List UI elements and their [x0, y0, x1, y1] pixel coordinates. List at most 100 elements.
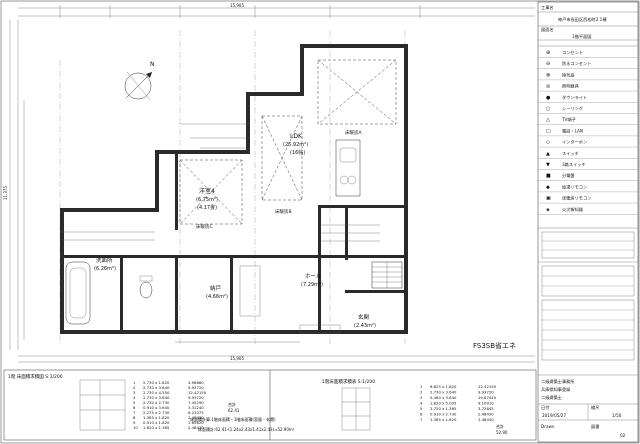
dim-left-total: 11,375 [3, 186, 8, 200]
legend-symbol-icon: ⊖ [546, 61, 550, 67]
heating-zone-b [317, 59, 397, 125]
right-row-area: 9.10910 [478, 401, 494, 406]
room-area-washroom: (6.26m²) [94, 266, 116, 272]
left-row-area: 4.96860 [188, 380, 204, 385]
legend-list: ⊕コンセント⊖防水コンセント⊗換気扇◎照明器具●ダウンライト○シーリング△TV端… [538, 50, 638, 215]
right-row-index: 4 [420, 401, 423, 406]
left-row-index: 2 [133, 385, 136, 390]
company-line-3: 二級建築士 [541, 394, 562, 401]
area-formula-1: 床面積計算:1階床面積・1階床面積(容量・玄関) [190, 416, 276, 422]
legend-text: 電話・LAN [562, 127, 583, 134]
left-row-dimensions: 2.730 x 4.550 [143, 390, 170, 395]
dim-top-overall: 15,905 [230, 3, 244, 8]
right-row-area: 2.48430 [478, 417, 494, 422]
legend-symbol-icon: ◎ [546, 84, 551, 90]
right-table-title: 1階床面積求積表 S:1/200 [322, 378, 375, 385]
kitchen-counter [335, 139, 361, 197]
left-table-title: 1階 床面積求積図 S:1/200 [8, 373, 63, 380]
left-row-area: 7.45290 [188, 400, 204, 405]
shelf [239, 265, 261, 317]
left-row-dimensions: 2.275 x 2.730 [143, 410, 170, 415]
area-formula-2: 床面積計:62.41-(1.24x2.43x1.41x2.43)=52.90m² [198, 426, 295, 432]
room-name-ldk: LDK [290, 133, 303, 140]
date-value: 2019/05/27 [542, 413, 566, 418]
right-row-index: 3 [420, 395, 423, 400]
left-row-area: 9.93720 [188, 385, 204, 390]
right-sum-label: 合計 [496, 423, 504, 429]
legend-text: 給湯リモコン [562, 183, 587, 190]
legend-text: 照明器具 [562, 84, 580, 90]
room-area-hall: (7.29m²) [301, 282, 323, 288]
north-label: N [150, 61, 155, 68]
legend-text: 分電盤 [562, 172, 575, 179]
left-row-area: 12.42150 [188, 390, 207, 395]
left-row-area: 2.48430 [188, 425, 204, 430]
legend-symbol-icon: ◈ [546, 207, 550, 213]
scale-value: 1/50 [612, 413, 622, 418]
legend-symbol-icon: ● [546, 95, 551, 101]
legend-symbol-icon: ○ [546, 106, 550, 112]
legend-text: 床暖房リモコン [562, 195, 591, 202]
left-row-index: 4 [133, 395, 136, 400]
building-walls [60, 44, 408, 334]
right-row-dimensions: 2.730 x 3.640 [430, 390, 457, 395]
room-area-storage: (4.66m²) [206, 294, 228, 300]
room-labels: 洋室4 (6.75m²) (4.17畳) LDK (25.92m²) (16帖)… [94, 129, 376, 329]
left-row-dimensions: 0.910 x 1.820 [143, 420, 170, 425]
room-name-washroom: 洗面所 [96, 256, 113, 264]
legend-text: 3路スイッチ [562, 161, 586, 168]
left-row-index: 1 [133, 380, 136, 385]
left-row-dimensions: 2.730 x 3.640 [143, 395, 170, 400]
left-area-rows: 1 2.730 x 1.820 4.96860 2 2.730 x 3.640 9.937… [133, 380, 207, 430]
legend-text: ダウンライト [562, 94, 587, 101]
right-row-index: 7 [420, 417, 423, 422]
room-area-bedroom4: (6.75m²) [196, 197, 218, 203]
heating-label-b: 床暖房B [275, 208, 292, 215]
stairs [371, 261, 403, 289]
room-area-ldk: (25.92m²) [283, 142, 308, 148]
right-sum-value: 52.90 [496, 430, 508, 435]
legend-text: シーリング [562, 105, 583, 112]
north-arrow: N [124, 61, 155, 101]
date-label: 日付 [541, 404, 549, 411]
left-sum-label: 合計 [228, 401, 236, 407]
left-row-index: 6 [133, 405, 136, 410]
right-row-dimensions: 1.365 x 1.820 [430, 417, 457, 422]
left-row-dimensions: 2.730 x 1.820 [143, 380, 170, 385]
left-row-area: 3.31240 [188, 405, 204, 410]
legend-text: スイッチ [562, 151, 579, 156]
title-block: 工事名 神戸市長田区西松町2 1棟 図面名 1階平面図 ⊕コンセント⊖防水コンセ… [537, 1, 639, 443]
left-row-index: 8 [133, 415, 136, 420]
left-row-index: 10 [133, 425, 138, 430]
heating-label-a: 床暖房A [345, 129, 362, 136]
floor-heating-zones [179, 59, 397, 225]
annotation-lines [60, 123, 380, 343]
right-row-dimensions: 6.825 x 1.820 [430, 384, 457, 389]
right-row-index: 1 [420, 384, 423, 389]
legend-symbol-icon: △ [546, 117, 550, 123]
project-label: 工事名 [541, 4, 554, 11]
left-dimension: 11,375 [3, 20, 25, 350]
legend-symbol-icon: ▼ [546, 162, 550, 168]
right-row-dimensions: 5.460 x 3.640 [430, 395, 457, 400]
left-row-area: 1.65620 [188, 420, 204, 425]
right-row-index: 5 [420, 406, 423, 411]
drawing-name: 1階平面図 [572, 33, 591, 40]
bottom-dimension: 15,905 [18, 355, 535, 363]
legend-symbol-icon: ■ [546, 173, 551, 179]
dim-bottom-overall: 15,905 [230, 356, 244, 361]
top-dimension: 15,905 [18, 3, 535, 18]
legend-text: コンセント [562, 50, 583, 55]
left-row-index: 9 [133, 420, 136, 425]
left-row-index: 7 [133, 410, 136, 415]
left-row-area: 9.93720 [188, 395, 204, 400]
left-row-area: 6.21075 [188, 410, 204, 415]
company-line-1: 二級建築士事務所 [541, 378, 575, 385]
right-row-index: 2 [420, 390, 423, 395]
legend-text: TV端子 [561, 116, 576, 123]
sheet-number: 02 [620, 433, 626, 438]
right-row-area: 12.42150 [478, 384, 497, 389]
